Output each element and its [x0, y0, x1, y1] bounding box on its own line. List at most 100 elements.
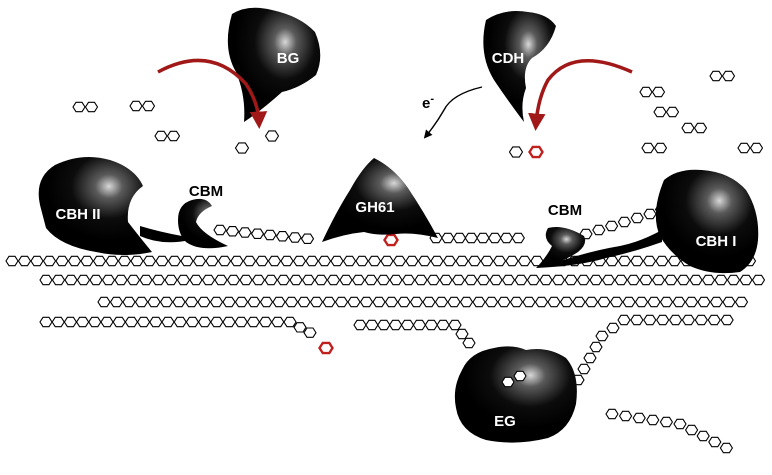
glucose-ring	[672, 296, 686, 308]
glucose-ring	[309, 296, 324, 308]
glucose-ring	[597, 296, 611, 308]
cbm-left-domain	[178, 198, 228, 249]
glucose-ring	[155, 255, 169, 267]
glucose-ring	[576, 274, 591, 286]
glucose-ring	[505, 255, 519, 267]
glucose-ring	[280, 255, 294, 267]
glucose-ring	[626, 274, 641, 286]
glucose-ring	[551, 274, 566, 286]
glucose-ring	[749, 142, 764, 154]
glucose-ring	[151, 274, 166, 286]
glucose-ring	[707, 314, 721, 326]
eg-enzyme: EG	[454, 346, 577, 443]
glucose-ring	[584, 296, 599, 308]
glucose-ring	[447, 296, 461, 308]
glucose-ring	[364, 274, 378, 286]
glucose-ring	[263, 229, 277, 241]
glucose-ring	[334, 296, 349, 308]
glucose-ring	[664, 274, 678, 286]
glucose-ring	[76, 274, 91, 286]
glucose-ring	[63, 316, 78, 328]
glucose-ring	[693, 122, 708, 134]
glucose-ring	[159, 296, 174, 308]
cbh2-label: CBH II	[56, 206, 101, 223]
glucose-ring	[122, 296, 136, 308]
glucose-ring	[422, 296, 436, 308]
glucose-ring	[17, 255, 32, 267]
glucose-ring	[51, 274, 66, 286]
glucose-ring	[441, 232, 455, 244]
free-sugar-molecules	[72, 70, 764, 355]
cbh1-label: CBH I	[696, 233, 737, 250]
cdh-enzyme: CDH	[483, 11, 556, 122]
glucose-ring	[451, 274, 466, 286]
glucose-ring	[622, 296, 636, 308]
cdh-reaction-arrow	[528, 59, 633, 131]
oxidized-ring	[318, 341, 334, 355]
glucose-ring	[720, 314, 734, 326]
glucose-ring	[721, 70, 736, 82]
bg-label: BG	[277, 50, 300, 67]
cbh1-enzyme-body	[655, 169, 759, 274]
glucose-ring	[134, 296, 149, 308]
glucose-ring	[397, 296, 411, 308]
cbm-right-domain	[536, 227, 586, 268]
cbh2-enzyme-body	[38, 156, 152, 255]
gh61-label: GH61	[355, 199, 394, 216]
glucose-ring	[577, 363, 591, 375]
glucose-ring	[124, 316, 139, 328]
glucose-ring	[275, 231, 290, 242]
glucose-ring	[317, 255, 332, 267]
glucose-ring	[605, 255, 619, 267]
glucose-ring	[489, 274, 503, 286]
glucose-ring	[105, 255, 119, 267]
glucose-ring	[647, 296, 661, 308]
glucose-ring	[222, 316, 236, 328]
glucose-ring	[272, 296, 286, 308]
glucose-ring	[618, 410, 633, 422]
glucose-ring	[526, 274, 541, 286]
glucose-ring	[424, 319, 438, 331]
cdh-enzyme-body	[483, 11, 556, 122]
glucose-ring	[197, 296, 211, 308]
glucose-ring	[534, 296, 549, 308]
glucose-ring	[213, 224, 227, 236]
glucose-ring	[225, 226, 240, 237]
glucose-ring	[97, 296, 111, 308]
glucose-ring	[414, 274, 428, 286]
glucose-ring	[501, 274, 516, 286]
bg-reaction-arrow	[157, 58, 268, 129]
glucose-ring	[719, 442, 734, 454]
glucose-ring	[401, 274, 416, 286]
glucose-ring	[634, 296, 649, 308]
eg-bound-rings	[501, 370, 527, 388]
glucose-ring	[589, 274, 603, 286]
glucose-ring	[655, 255, 669, 267]
glucose-ring	[117, 255, 132, 267]
glucose-ring	[617, 216, 632, 228]
glucose-ring	[246, 316, 261, 328]
glucose-ring	[508, 146, 524, 158]
glucose-ring	[39, 316, 53, 328]
glucose-ring	[314, 274, 328, 286]
glucose-ring	[509, 296, 524, 308]
glucose-ring	[147, 296, 161, 308]
glucose-ring	[400, 319, 415, 331]
cbh1-enzyme: CBH I CBM	[536, 169, 759, 274]
glucose-ring	[305, 255, 319, 267]
glucose-ring	[30, 255, 44, 267]
glucose-ring	[684, 296, 699, 308]
glucose-ring	[247, 296, 261, 308]
glucose-ring	[589, 341, 603, 353]
glucose-ring	[497, 296, 511, 308]
glucose-ring	[630, 212, 644, 224]
glucose-ring	[673, 418, 687, 430]
glucose-ring	[592, 224, 606, 236]
glucose-ring	[351, 274, 366, 286]
glucose-ring	[359, 296, 374, 308]
glucose-ring	[480, 255, 494, 267]
glucose-ring	[167, 255, 182, 267]
glucose-ring	[288, 232, 302, 243]
glucose-ring	[201, 274, 216, 286]
